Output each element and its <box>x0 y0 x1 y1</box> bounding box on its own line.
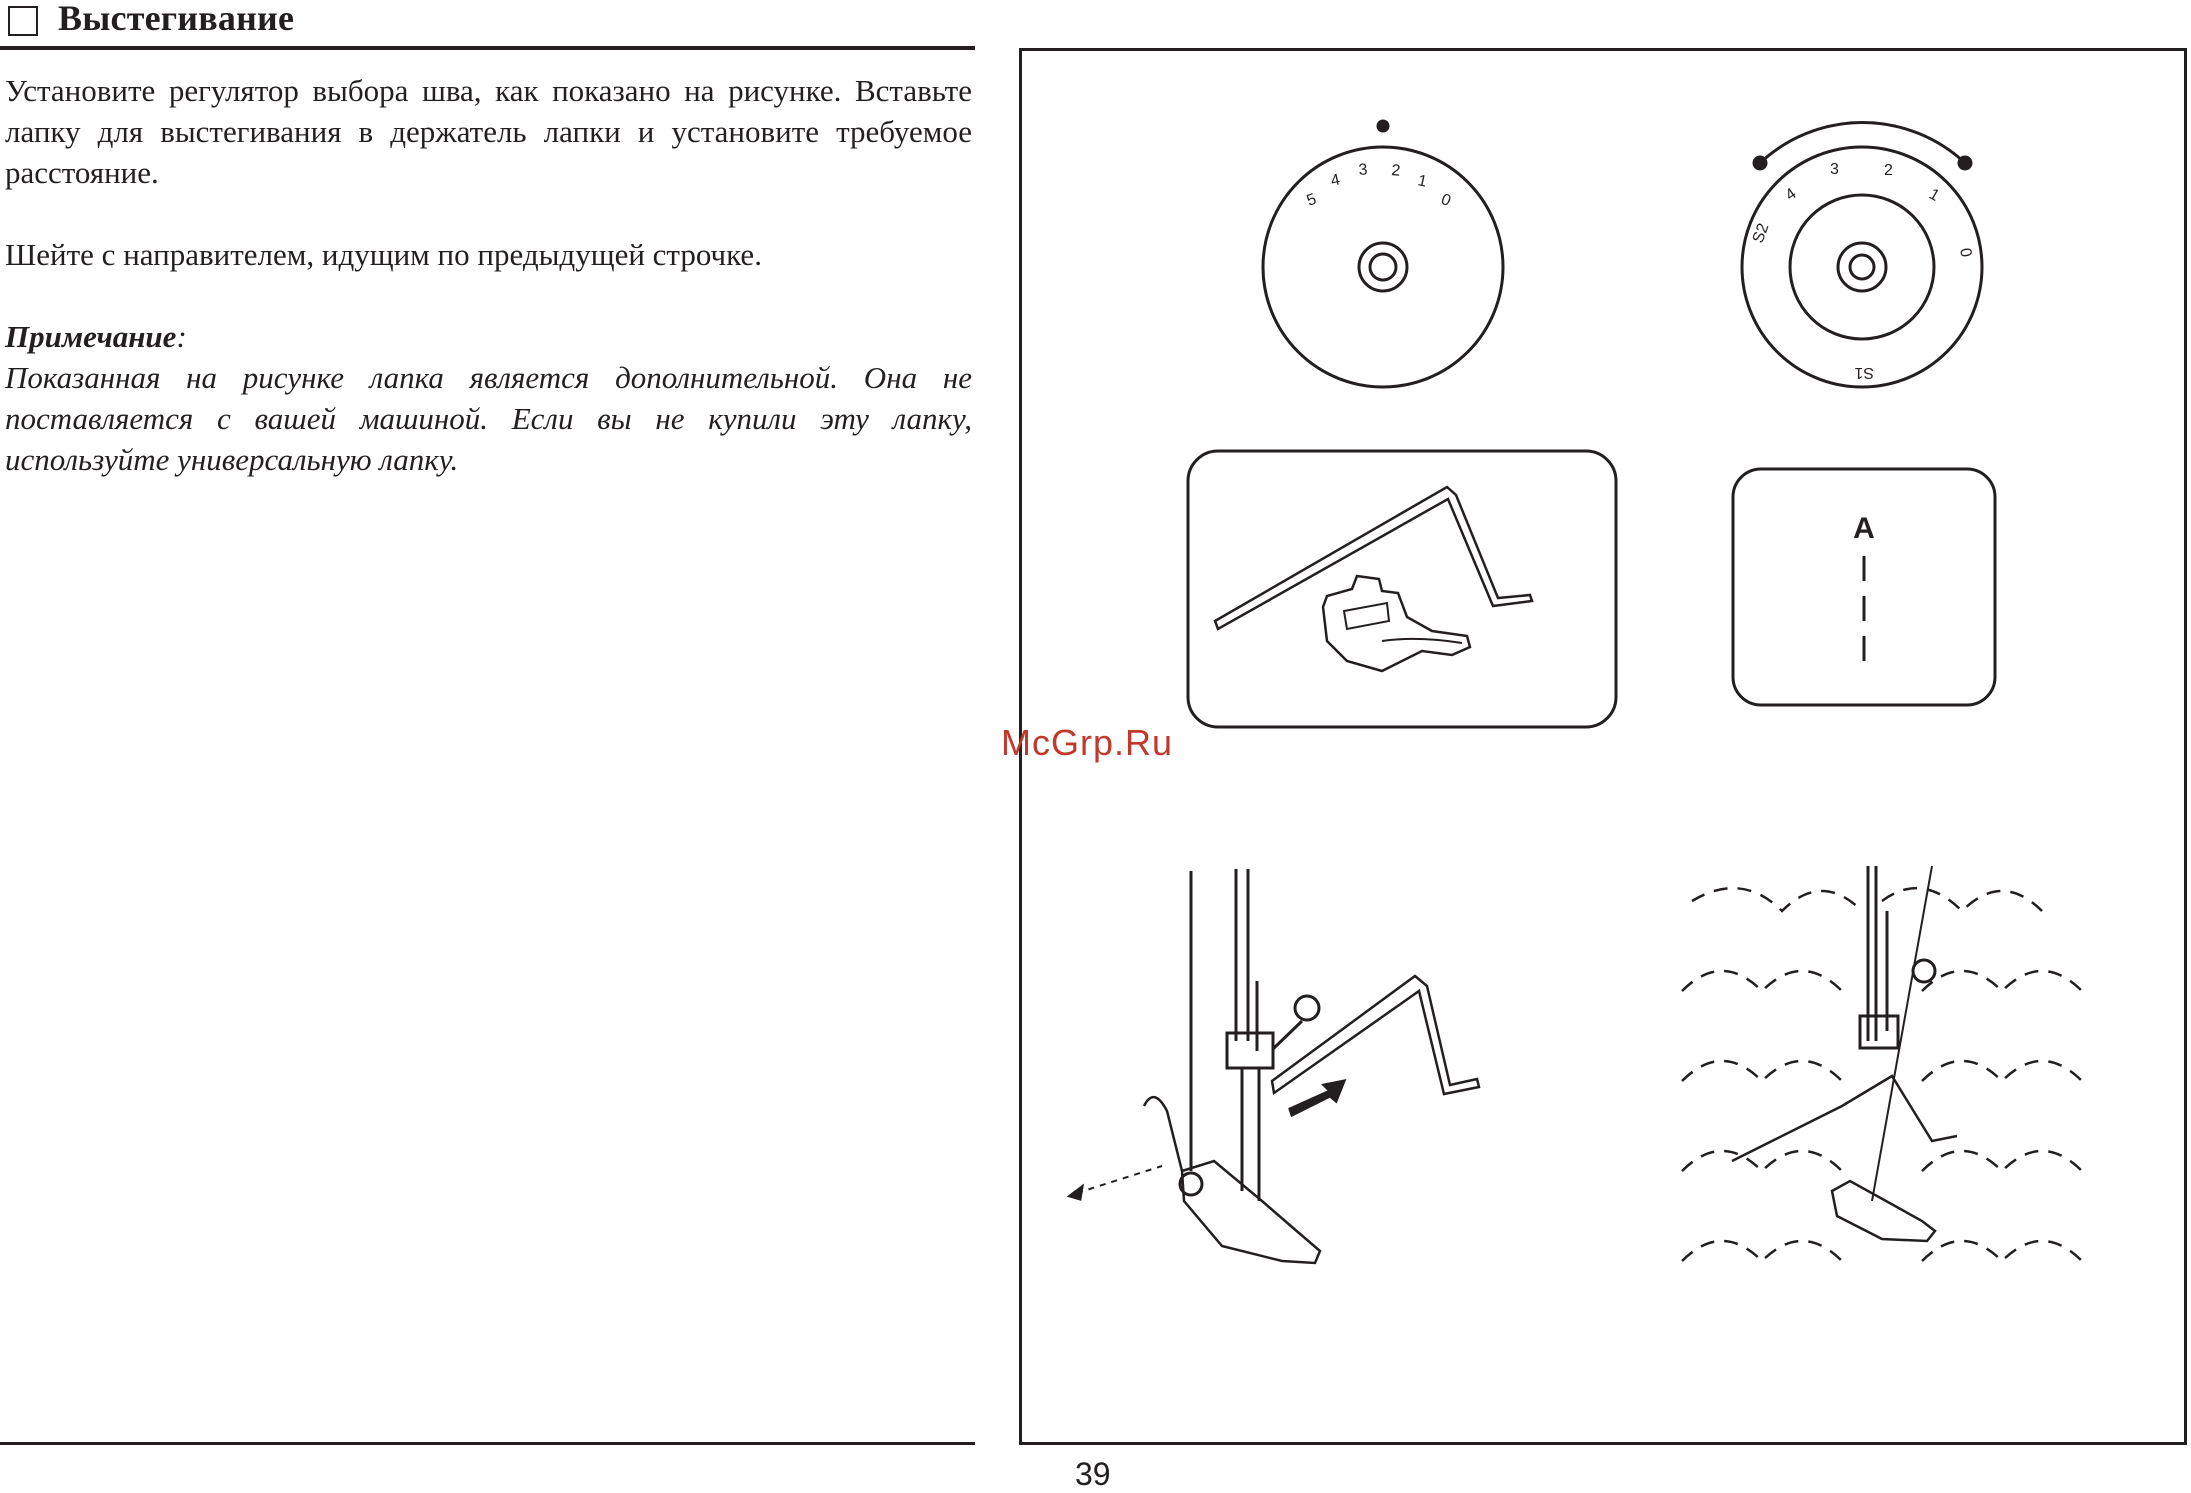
body-text: Установите регулятор выбора шва, как пок… <box>5 70 972 480</box>
checkbox-icon <box>8 6 38 36</box>
dial-left-number: 1 <box>1416 172 1428 190</box>
note-colon: : <box>176 319 187 354</box>
dial-right-number: S2 <box>1750 221 1773 245</box>
dial-right-bottom-label: S1 <box>1854 364 1874 381</box>
dial-right-number: 3 <box>1830 161 1839 178</box>
illustration-panel: 5 4 3 2 1 0 S2 4 3 2 1 0 S1 A <box>1019 48 2187 1445</box>
stitch-display-box <box>1731 467 1997 707</box>
stitch-width-dial <box>1261 119 1505 389</box>
instruction-paragraph-1: Установите регулятор выбора шва, как пок… <box>5 73 972 190</box>
dial-left-number: 2 <box>1391 162 1401 180</box>
dial-right-number: 2 <box>1884 162 1893 179</box>
page-number: 39 <box>1075 1456 1111 1492</box>
dial-right-number: 1 <box>1926 186 1942 205</box>
section-title: Выстегивание <box>58 0 295 38</box>
dial-left-number: 0 <box>1439 191 1454 210</box>
section-header: Выстегивание <box>0 0 975 50</box>
dial-left-number: 5 <box>1305 191 1319 210</box>
dial-right-number: 4 <box>1783 185 1800 204</box>
dial-left-number: 3 <box>1358 161 1368 179</box>
stitch-length-dial <box>1740 121 1984 389</box>
dial-left-number: 4 <box>1329 171 1341 189</box>
bottom-rule <box>0 1442 975 1445</box>
header-rule <box>0 46 975 50</box>
quilting-foot-box <box>1186 449 1618 729</box>
dial-right-number: 0 <box>1956 247 1974 259</box>
instruction-paragraph-2: Шейте с направителем, идущим по предыдущ… <box>5 237 762 272</box>
illustration-svg: 5 4 3 2 1 0 S2 4 3 2 1 0 S1 A <box>1066 119 2083 1265</box>
quilting-illustration <box>1681 886 2083 1263</box>
note-title: Примечание <box>5 319 177 354</box>
watermark: McGrp.Ru <box>1001 722 1174 763</box>
note-text: Показанная на рисунке лапка является доп… <box>5 360 972 477</box>
quilting-foot-in-use <box>1731 865 1958 1243</box>
stitch-label: A <box>1853 512 1875 545</box>
presser-foot-attaching-illustration <box>1066 869 1481 1265</box>
note-heading: Примечание: <box>5 316 972 357</box>
